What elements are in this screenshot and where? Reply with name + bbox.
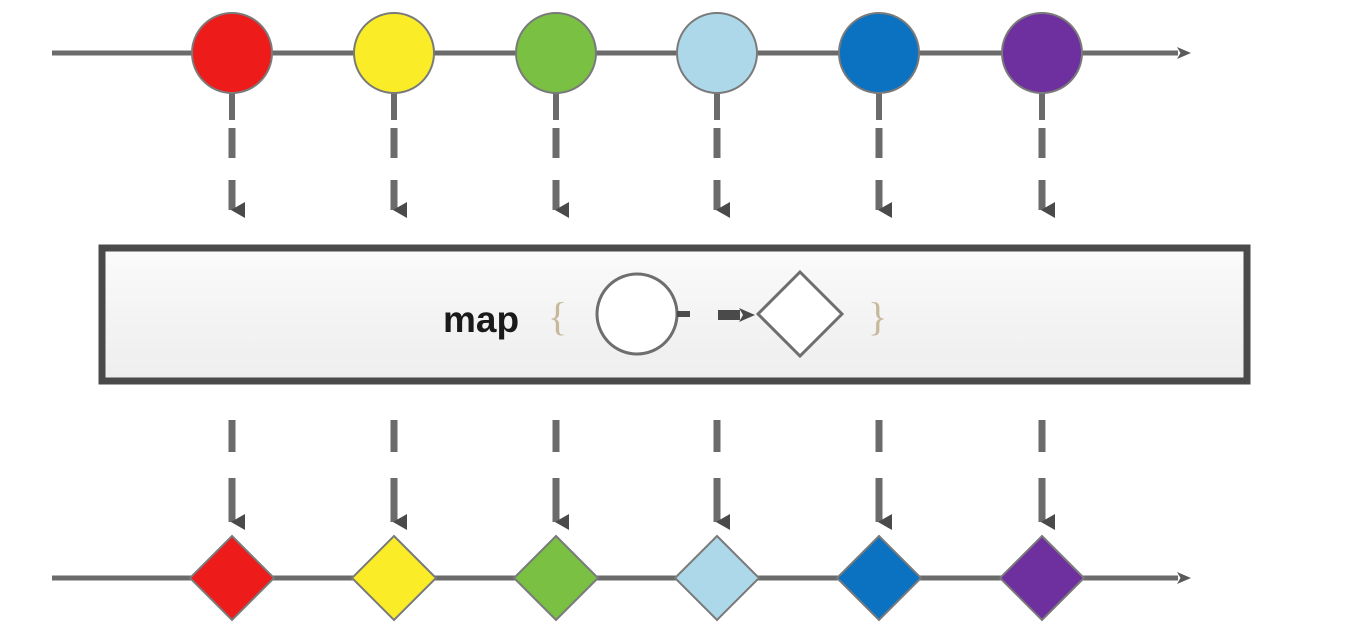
- operator-input-circle-icon: [595, 272, 679, 356]
- source-marble-purple[interactable]: [1001, 12, 1083, 94]
- source-marble-blue[interactable]: [838, 12, 920, 94]
- source-marble-green[interactable]: [515, 12, 597, 94]
- operator-box[interactable]: map { }: [98, 244, 1251, 385]
- source-marble-lightblue[interactable]: [676, 12, 758, 94]
- result-marble-red[interactable]: [188, 534, 276, 622]
- connectors-out-of-operator: [228, 420, 1055, 530]
- result-marble-yellow[interactable]: [350, 534, 438, 622]
- result-stream: [52, 534, 1191, 622]
- result-marble-lightblue[interactable]: [673, 534, 761, 622]
- result-marble-green[interactable]: [512, 534, 600, 622]
- connectors-into-operator: [228, 128, 1055, 218]
- brace-close: }: [868, 294, 887, 339]
- operator-label: map: [443, 299, 519, 340]
- result-marble-blue[interactable]: [835, 534, 923, 622]
- source-marble-red[interactable]: [191, 12, 273, 94]
- source-marble-yellow[interactable]: [353, 12, 435, 94]
- result-marble-purple[interactable]: [998, 534, 1086, 622]
- source-stream: [52, 12, 1191, 120]
- brace-open: {: [548, 294, 567, 339]
- operator-output-diamond-icon: [755, 269, 845, 359]
